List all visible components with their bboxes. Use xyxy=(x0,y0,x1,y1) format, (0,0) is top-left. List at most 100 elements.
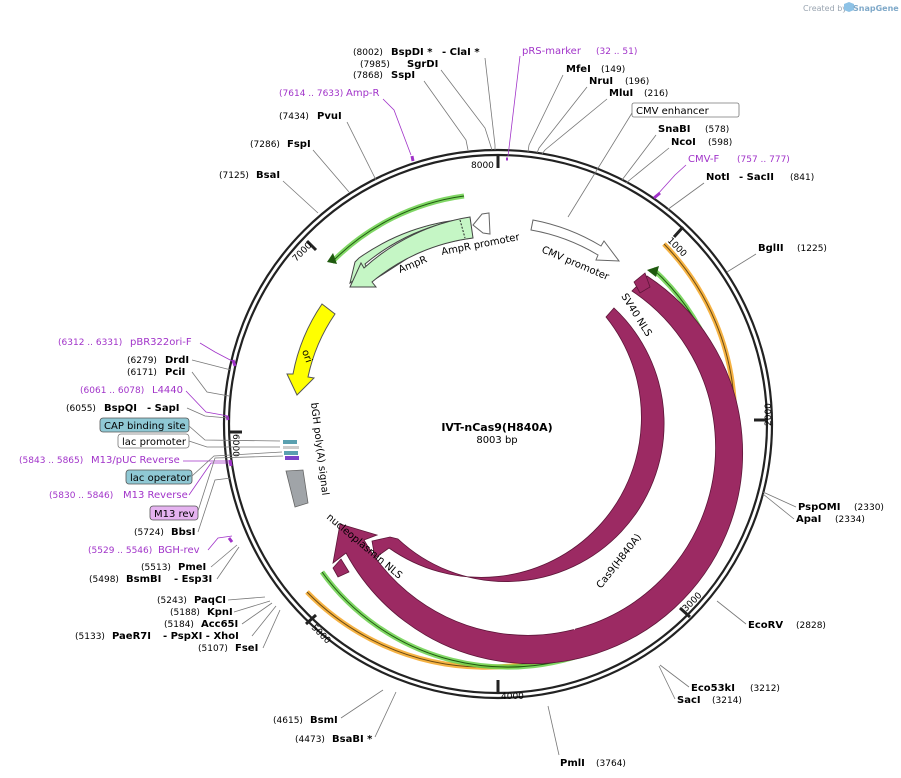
plasmid-size: 8003 bp xyxy=(476,435,517,446)
leader-lac-promoter xyxy=(188,440,280,448)
leader-noti xyxy=(666,182,705,211)
primer-name-m13-reverse[interactable]: M13 Reverse xyxy=(123,490,188,501)
leader-pmli xyxy=(547,705,560,756)
enzyme-pos-bsai: (7125) xyxy=(219,171,249,181)
leader-prs-marker xyxy=(507,55,521,157)
enzyme-name-ecorv[interactable]: EcoRV xyxy=(748,620,783,631)
sv40-nls-feature xyxy=(633,272,651,294)
primer-name-pbr322[interactable]: pBR322ori-F xyxy=(130,337,192,348)
leader-bsai xyxy=(282,180,319,214)
enzyme-name-drdi[interactable]: DrdI xyxy=(165,355,189,366)
primer-pos-prs-marker: (32 .. 51) xyxy=(596,47,637,57)
enzyme-name-fspi[interactable]: FspI xyxy=(287,139,311,150)
enzyme-pos-ecorv: (2828) xyxy=(796,621,826,631)
enzyme-name-bbsi[interactable]: BbsI xyxy=(171,527,195,538)
enzyme-name-ncoi[interactable]: NcoI xyxy=(671,137,696,148)
enzyme-name-saci[interactable]: SacI xyxy=(677,695,701,706)
leader-bspdi xyxy=(484,57,496,150)
enzyme-name-bglii[interactable]: BglII xyxy=(758,243,784,254)
enzyme-name-bspdi[interactable]: BspDI * xyxy=(391,47,433,58)
enzyme-name-bsai[interactable]: BsaI xyxy=(256,170,280,181)
primer-name-m13puc[interactable]: M13/pUC Reverse xyxy=(91,455,180,466)
enzyme-name-bspqi[interactable]: BspQI xyxy=(104,403,137,414)
credit-prefix: Created by xyxy=(803,4,847,13)
enzyme-name-snabi[interactable]: SnaBI xyxy=(658,124,690,135)
enzyme-pos-noti: (841) xyxy=(790,173,814,183)
enzyme-name-mlui[interactable]: MluI xyxy=(609,88,633,99)
enzyme-name-sspi[interactable]: SspI xyxy=(391,70,415,81)
enzyme-name-pspomi[interactable]: PspOMI xyxy=(798,502,840,513)
cas9-h840a-feature xyxy=(332,275,743,665)
enzyme-name-bsabi[interactable]: BsaBI * xyxy=(332,734,373,745)
enzyme-pos-paqci: (5243) xyxy=(157,596,187,606)
leader-bsmbi xyxy=(216,546,240,580)
box-label-cmv-enhancer: CMV enhancer xyxy=(636,106,710,117)
enzyme-pos-bspdi: (8002) xyxy=(353,48,383,58)
enzyme-name-pmli[interactable]: PmlI xyxy=(560,758,585,769)
primer-cmv-f-mark xyxy=(653,191,661,200)
box-cap-binding-site[interactable] xyxy=(99,417,190,433)
enzyme-pos-nrui: (196) xyxy=(625,77,649,87)
enzyme-name-mfei[interactable]: MfeI xyxy=(566,64,591,75)
lac-operator-mark xyxy=(284,451,298,455)
enzyme-extra-sacii[interactable]: - SacII xyxy=(739,172,774,183)
enzyme-name-bsmbi[interactable]: BsmBI xyxy=(126,574,161,585)
box-label-cap-binding-site: CAP binding site xyxy=(104,421,186,432)
enzyme-name-apai[interactable]: ApaI xyxy=(796,514,821,525)
tick-label-8000: 8000 xyxy=(471,161,494,171)
leader-fspi xyxy=(312,149,350,193)
snapgene-logo-icon xyxy=(844,2,854,12)
enzyme-pos-pvui: (7434) xyxy=(279,112,309,122)
enzyme-name-noti[interactable]: NotI xyxy=(706,172,730,183)
primer-name-bgh-rev[interactable]: BGH-rev xyxy=(158,545,200,556)
tick-7000 xyxy=(305,239,318,252)
primer-name-l4440[interactable]: L4440 xyxy=(152,385,183,396)
enzyme-name-nrui[interactable]: NruI xyxy=(589,76,613,87)
primer-name-amp-r[interactable]: Amp-R xyxy=(346,88,380,99)
enzyme-name-kpni[interactable]: KpnI xyxy=(207,607,233,618)
enzyme-pos-apai: (2334) xyxy=(835,515,865,525)
enzyme-name-pvui[interactable]: PvuI xyxy=(317,111,342,122)
enzyme-name-bsmi[interactable]: BsmI xyxy=(310,715,338,726)
enzyme-name-pmei[interactable]: PmeI xyxy=(178,562,206,573)
box-lac-operator[interactable] xyxy=(125,469,193,485)
enzyme-name-eco53ki[interactable]: Eco53kI xyxy=(691,683,735,694)
enzyme-pos-sgrdi: (7985) xyxy=(360,60,390,70)
enzyme-extra-pspxi-xhoi[interactable]: - PspXI - XhoI xyxy=(163,631,239,642)
enzyme-extra-clai[interactable]: - ClaI * xyxy=(442,47,480,58)
enzyme-pos-bbsi: (5724) xyxy=(134,528,164,538)
leader-cmv-enhancer xyxy=(567,112,633,218)
enzyme-pos-pmli: (3764) xyxy=(596,759,626,769)
box-m13-rev[interactable] xyxy=(149,505,199,521)
leader-cmv-f xyxy=(656,164,687,196)
enzyme-pos-acc65i: (5184) xyxy=(164,620,194,630)
box-cmv-enhancer[interactable] xyxy=(631,102,740,118)
enzyme-name-pcii[interactable]: PciI xyxy=(165,367,185,378)
credit-brand: SnapGene xyxy=(853,4,899,13)
enzyme-name-paer7i[interactable]: PaeR7I xyxy=(112,631,151,642)
leader-snabi xyxy=(621,134,657,181)
enzyme-pos-kpni: (5188) xyxy=(170,608,200,618)
primer-name-prs-marker[interactable]: pRS-marker xyxy=(522,46,582,57)
leader-bgh-rev xyxy=(207,535,233,551)
enzyme-pos-paer7i: (5133) xyxy=(75,632,105,642)
enzyme-name-paqci[interactable]: PaqCI xyxy=(194,595,226,606)
primer-bgh-rev-mark xyxy=(227,537,234,543)
primer-name-cmv-f[interactable]: CMV-F xyxy=(688,154,719,165)
lac-promoter-mark xyxy=(283,446,299,449)
enzyme-extra-esp3i[interactable]: - Esp3I xyxy=(174,574,212,585)
orf-arc-green-3-core xyxy=(331,195,465,263)
enzyme-name-fsei[interactable]: FseI xyxy=(235,643,258,654)
enzyme-name-acc65i[interactable]: Acc65I xyxy=(201,619,238,630)
leader-cap xyxy=(188,425,281,442)
leader-pvui xyxy=(346,121,377,181)
enzyme-pos-ncoi: (598) xyxy=(708,138,732,148)
leader-sgrdi xyxy=(440,69,493,151)
ampr-arrow xyxy=(349,216,474,288)
box-label-m13-rev: M13 rev xyxy=(154,509,195,520)
enzyme-name-sgrdi[interactable]: SgrDI xyxy=(407,59,438,70)
enzyme-extra-sapi[interactable]: - SapI xyxy=(147,403,179,414)
primer-pos-bgh-rev: (5529 .. 5546) xyxy=(88,546,152,556)
feature-label-bgh-polya: bGH poly(A) signal xyxy=(308,402,330,496)
leader-drdi xyxy=(191,359,232,371)
